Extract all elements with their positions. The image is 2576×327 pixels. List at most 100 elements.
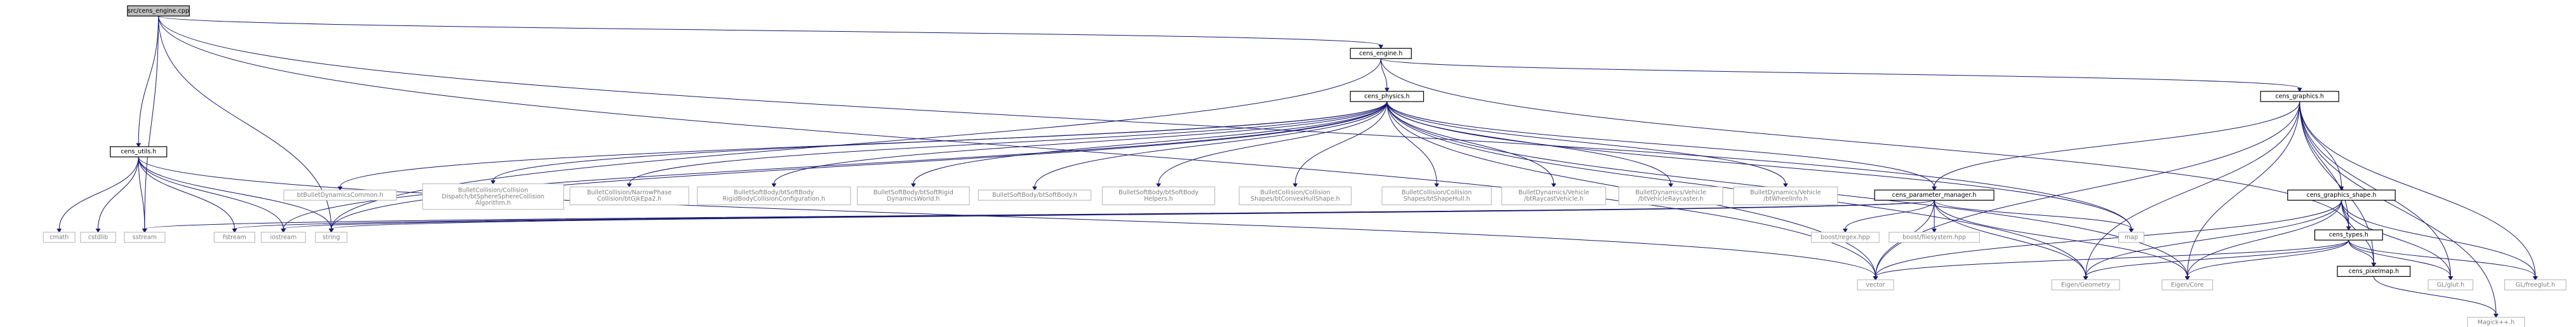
node-bulletdynamics-vehicle-btvehicleraycaster-h[interactable]: BulletDynamics/Vehicle/btVehicleRaycaste… — [1618, 186, 1723, 206]
node-cens-types-h[interactable]: cens_types.h — [2314, 229, 2383, 241]
node-label: BulletCollision/NarrowPhase — [587, 189, 672, 196]
node-bulletdynamics-vehicle-btraycastvehicle-h[interactable]: BulletDynamics/Vehicle/btRaycastVehicle.… — [1501, 186, 1607, 206]
node-bulletcollision-collision-shapes-btshapehull-h[interactable]: BulletCollision/CollisionShapes/btShapeH… — [1381, 186, 1492, 206]
node-iostream[interactable]: iostream — [260, 232, 306, 243]
edge-physics_h-to-string — [328, 101, 1388, 233]
node-boost-filesystem-hpp[interactable]: boost/filesystem.hpp — [1889, 232, 1980, 243]
file-nodes: src/cens_engine.cpp cens_engine.h cens_phy… — [43, 5, 2566, 327]
node-eigen-core[interactable]: Eigen/Core — [2161, 279, 2214, 291]
edge-graphics_h-to-eigengeom — [2083, 101, 2300, 281]
node-magick-h[interactable]: Magick++.h — [2467, 317, 2525, 327]
node-cens-graphics-h[interactable]: cens_graphics.h — [2260, 91, 2339, 102]
node-box — [1501, 186, 1607, 206]
node-box — [2314, 229, 2383, 241]
node-cens-utils-h[interactable]: cens_utils.h — [110, 146, 168, 157]
node-sstream[interactable]: sstream — [124, 232, 166, 243]
node-cens-parameter-manager-h[interactable]: cens_parameter_manager.h — [1874, 189, 1995, 201]
edge-utils_h-to-fstream — [138, 157, 237, 233]
node-box — [2467, 317, 2525, 327]
edge-utils_h-to-cstdlib — [95, 157, 139, 233]
node-btbulletdynamicscommon-h[interactable]: btBulletDynamicsCommon.h — [283, 189, 397, 201]
node-label: BulletDynamics/Vehicle — [1635, 189, 1706, 196]
node-eigen-geometry[interactable]: Eigen/Geometry — [2051, 279, 2120, 291]
node-box — [1350, 91, 1424, 102]
node-label: /btVehicleRaycaster.h — [1638, 196, 1704, 203]
edge-physics_h-to-gjkepa — [627, 101, 1388, 188]
node-label: map — [2125, 234, 2138, 241]
node-label: BulletSoftBody/btSoftBody — [1119, 189, 1198, 196]
node-map[interactable]: map — [2118, 232, 2144, 243]
edge-graphics_h-to-gfx_shape — [2299, 101, 2344, 191]
node-label: src/cens_engine.cpp — [128, 8, 189, 15]
edge-param_mgr-to-boostregex — [1842, 200, 1935, 233]
node-cens-pixelmap-h[interactable]: cens_pixelmap.h — [2337, 265, 2411, 277]
node-gl-glut-h[interactable]: GL/glut.h — [2427, 279, 2474, 291]
node-box — [978, 189, 1092, 201]
node-bulletcollision-collision-shapes-btconvexhullshape-h[interactable]: BulletCollision/CollisionShapes/btConvex… — [1238, 186, 1352, 206]
node-box — [1874, 189, 1995, 201]
node-box — [283, 189, 397, 201]
node-label: BulletCollision/Collision — [458, 187, 528, 194]
node-fstream[interactable]: fstream — [213, 232, 256, 243]
node-label: /btWheelInfo.h — [1763, 196, 1808, 203]
node-cens-graphics-shape-h[interactable]: cens_graphics_shape.h — [2287, 189, 2396, 201]
node-label: Eigen/Core — [2171, 281, 2204, 288]
edge-types_h-to-pixelmap_h — [2348, 240, 2377, 267]
edge-utils_h-to-cmath — [56, 157, 139, 233]
node-gl-freeglut-h[interactable]: GL/freeglut.h — [2504, 279, 2566, 291]
edge-root-to-utils_h — [136, 16, 159, 147]
node-box — [124, 232, 166, 243]
node-box — [1381, 186, 1492, 206]
node-box — [1101, 186, 1216, 206]
node-cstdlib[interactable]: cstdlib — [80, 232, 116, 243]
node-cens-engine-h[interactable]: cens_engine.h — [1350, 48, 1412, 59]
node-box — [1810, 232, 1880, 243]
edge-physics_h-to-softhelpers — [1156, 101, 1388, 188]
node-vector[interactable]: vector — [1857, 279, 1894, 291]
node-box — [2260, 91, 2339, 102]
edge-types_h-to-eigencore — [2184, 239, 2349, 281]
edge-types_h-to-glglut — [2348, 240, 2453, 281]
edge-types_h-to-vector — [1873, 239, 2349, 281]
node-box — [127, 5, 190, 17]
edge-physics_h-to-softbody — [1032, 101, 1388, 191]
node-bulletcollision-narrowphase-collision-btgjkepa2-h[interactable]: BulletCollision/NarrowPhaseCollision/btG… — [569, 186, 689, 206]
node-label: cmath — [50, 234, 69, 241]
node-bulletsoftbody-btsoftbody-rigidbodycollisionconfiguration-h[interactable]: BulletSoftBody/btSoftBodyRigidBodyCollis… — [696, 186, 851, 206]
edge-physics_h-to-param_mgr — [1386, 101, 1937, 191]
node-cens-physics-h[interactable]: cens_physics.h — [1350, 91, 1424, 102]
edge-physics_h-to-shapehull — [1386, 101, 1440, 188]
edge-physics_h-to-spheresphere — [490, 101, 1388, 185]
node-cmath[interactable]: cmath — [43, 232, 76, 243]
edge-param_mgr-to-iostream — [281, 199, 1935, 233]
node-label: BulletDynamics/Vehicle — [1750, 189, 1821, 196]
node-string[interactable]: string — [315, 232, 348, 243]
node-bulletcollision-collision-dispatch-btspherespherecollision-algorithm-h[interactable]: BulletCollision/CollisionDispatch/btSphe… — [422, 183, 564, 210]
node-label: boost/filesystem.hpp — [1902, 234, 1966, 241]
node-box — [1238, 186, 1352, 206]
node-label: Collision/btGjkEpa2.h — [597, 196, 661, 203]
node-label: GL/glut.h — [2437, 281, 2464, 288]
edge-param_mgr-to-map — [1934, 200, 2134, 233]
node-box — [569, 186, 689, 206]
edge-physics_h-to-map — [1386, 101, 2134, 233]
node-label: BulletSoftBody/btSoftBody — [734, 189, 814, 196]
edge-types_h-to-glfreeglut — [2348, 239, 2538, 281]
node-label: RigidBodyCollisionConfiguration.h — [722, 196, 825, 203]
node-label: cens_utils.h — [121, 149, 156, 156]
node-src-cens-engine-cpp[interactable]: src/cens_engine.cpp — [127, 5, 190, 17]
node-bulletdynamics-vehicle-btwheelinfo-h[interactable]: BulletDynamics/Vehicle/btWheelInfo.h — [1733, 186, 1838, 206]
node-label: boost/regex.hpp — [1821, 234, 1870, 241]
node-bulletsoftbody-btsoftrigid-dynamicsworld-h[interactable]: BulletSoftBody/btSoftRigidDynamicsWorld.… — [856, 186, 970, 206]
node-box — [2287, 189, 2396, 201]
node-boost-regex-hpp[interactable]: boost/regex.hpp — [1810, 232, 1880, 243]
node-label: Dispatch/btSphereSphereCollision — [442, 193, 545, 200]
edge-utils_h-to-vector — [138, 157, 1878, 281]
dependency-edges — [56, 15, 2538, 318]
edge-engine_h-to-physics_h — [1380, 58, 1390, 92]
node-bulletsoftbody-btsoftbody-h[interactable]: BulletSoftBody/btSoftBody.h — [978, 189, 1092, 201]
node-label: cens_types.h — [2329, 232, 2368, 239]
node-label: GL/freeglut.h — [2516, 281, 2555, 288]
